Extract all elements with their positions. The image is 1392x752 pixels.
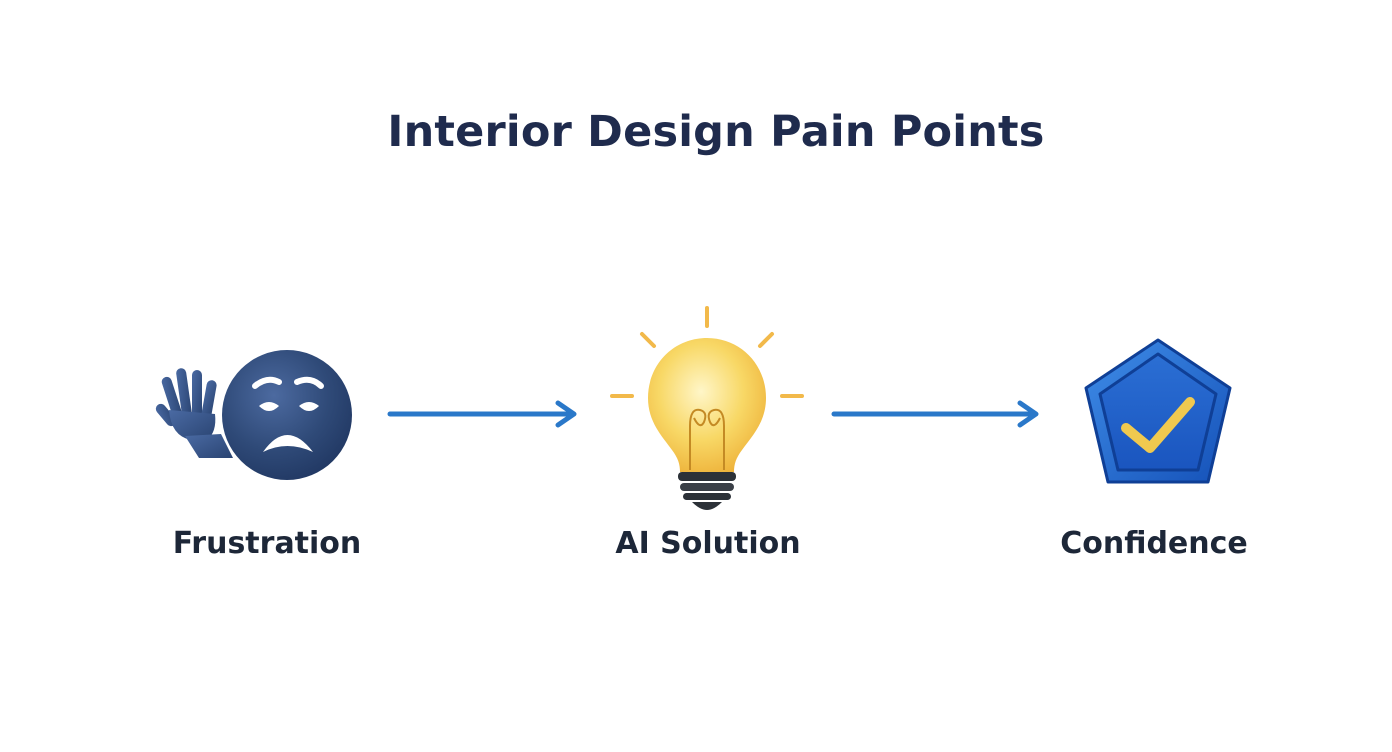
flow-arrow-2 [831,400,1039,428]
checkmark-shield-icon [1084,338,1232,484]
flow-arrow-1 [387,400,577,428]
step-label-confidence: Confidence [1060,526,1248,561]
frustrated-face-waving-hand-icon [155,350,352,480]
step-label-frustration: Frustration [172,526,362,561]
diagram-title: Interior Design Pain Points [387,107,1045,157]
lightbulb-icon [610,306,804,510]
step-label-ai-solution: AI Solution [615,526,801,561]
